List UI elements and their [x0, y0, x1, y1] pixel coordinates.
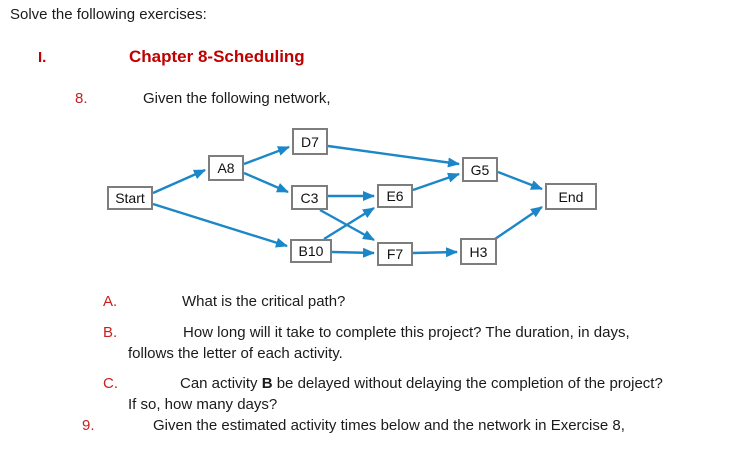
edge-B10-F7	[331, 247, 375, 258]
question-a-marker: A.	[103, 293, 118, 310]
node-Start: Start	[107, 186, 153, 210]
edge-E6-G5	[412, 172, 460, 192]
edge-F7-H3	[412, 247, 458, 258]
edge-H3-End	[494, 206, 543, 240]
node-H3: H3	[460, 238, 497, 265]
question-c-marker: C.	[103, 375, 118, 392]
node-F7: F7	[377, 242, 413, 266]
question-b-text-line1: How long will it take to complete this p…	[183, 324, 630, 341]
exercise9-text: Given the estimated activity times below…	[153, 417, 625, 434]
edge-A8-D7	[243, 145, 290, 166]
node-E6: E6	[377, 184, 413, 208]
question-c-text-line1: Can activity B be delayed without delayi…	[180, 375, 663, 393]
edge-G5-End	[497, 170, 543, 191]
edge-Start-B10	[152, 202, 288, 248]
exercise8-marker: 8.	[75, 90, 88, 107]
edge-B10-E6	[323, 206, 375, 241]
question-b-text-line2: follows the letter of each activity.	[128, 345, 343, 362]
node-D7: D7	[292, 128, 328, 155]
question-c-text-bold: B	[261, 375, 273, 392]
section-marker: I.	[38, 49, 47, 66]
intro-text: Solve the following exercises:	[10, 6, 207, 23]
exercise8-text: Given the following network,	[143, 90, 331, 107]
question-c-text-before: Can activity	[180, 375, 262, 392]
node-G5: G5	[462, 157, 498, 182]
edge-C3-F7	[319, 208, 375, 242]
node-End: End	[545, 183, 597, 210]
node-C3: C3	[291, 185, 328, 210]
section-title: Chapter 8-Scheduling	[129, 47, 305, 66]
edge-A8-C3	[243, 171, 289, 194]
question-c-text-line2: If so, how many days?	[128, 396, 278, 413]
edge-Start-A8	[152, 168, 206, 195]
node-A8: A8	[208, 155, 244, 181]
exercise9-marker: 9.	[82, 417, 95, 434]
node-B10: B10	[290, 239, 332, 263]
question-a-text: What is the critical path?	[182, 293, 346, 310]
question-c-text-after: be delayed without delaying the completi…	[272, 375, 663, 392]
question-b-marker: B.	[103, 324, 118, 341]
edge-D7-G5	[327, 144, 460, 168]
